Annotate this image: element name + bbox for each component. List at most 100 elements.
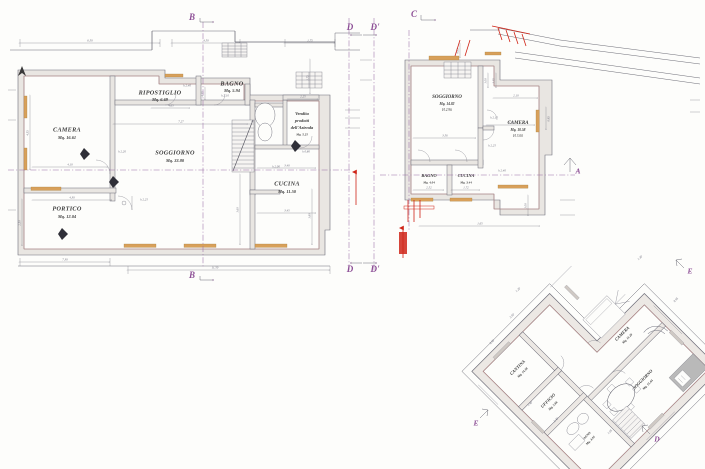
plan-left: 6.50 4.50 1.75 — [8, 22, 360, 274]
red-markers-right — [403, 39, 471, 222]
dim-r-dh3: h 2.40 — [498, 169, 506, 173]
dim-top-3: 1.75 — [307, 39, 313, 43]
room-labels-right: SOGGIORNO Mq. 14.82 H 2.96 CAMERA Mq. 10… — [420, 95, 529, 185]
staircase-center — [231, 120, 255, 173]
room-area-bagno: Mq. 5.94 — [223, 88, 241, 93]
room-label-soggiorno-r: SOGGIORNO — [432, 95, 462, 100]
door-h-2: h 2.10 — [221, 94, 229, 98]
dimension-chain-top: 6.50 4.50 1.75 — [20, 39, 335, 47]
hearth-markers — [58, 140, 301, 240]
dim-r-8: 0.95 — [547, 116, 551, 122]
room-label-portico: PORTICO — [52, 205, 81, 212]
room-label-vendita-3: dell'Azienda — [291, 125, 314, 130]
dim-inner-6: 3.40 — [284, 164, 290, 168]
misc-tick-marks — [8, 59, 700, 216]
dim-inner-8: 1.60 — [236, 207, 240, 213]
dimensions-right-plan: 2.52 1.72 3.56 3.28 2.10 1.00 1.15 0.95 … — [414, 44, 551, 226]
dim-rot-5: 0.95 — [672, 296, 679, 303]
dim-inner-3: 4.10 — [67, 163, 73, 167]
furniture-sofa — [643, 326, 668, 335]
door-h-4: h 2.20 — [118, 150, 126, 154]
door-h-5: h 2.25 — [140, 198, 148, 202]
windows — [23, 73, 288, 248]
room-area-portico: Mq. 12.04 — [57, 214, 77, 219]
staircase-upper-right — [295, 71, 323, 89]
partition-camera — [109, 75, 116, 202]
room-area-vendita: Mq. 5.25 — [295, 133, 308, 137]
outer-contour-rotated — [461, 283, 705, 469]
plan-rotated: CANTINA Mq. 14.38 UFFICIO Mq. 5.66 BAGNO… — [461, 265, 705, 469]
partition-rot-3 — [557, 370, 635, 448]
bathroom-fixtures — [254, 102, 276, 142]
room-area-camera-r: Mq. 10.58 — [510, 128, 526, 132]
room-label-vendita-1: Vendita — [295, 111, 309, 116]
staircase-right — [428, 55, 472, 79]
room-label-soggiorno: SOGGIORNO — [155, 149, 195, 156]
mark-B-bottom: B — [188, 270, 195, 280]
dim-inner-4: 4.30 — [69, 196, 75, 200]
dim-right-2: 1.80 — [308, 213, 312, 219]
dim-r-dh2: h 2.15 — [490, 116, 498, 120]
dim-r-6: 1.00 — [484, 78, 488, 84]
room-sub-soggiorno-r: H 2.96 — [441, 108, 452, 112]
mark-D-rot: D — [653, 435, 660, 444]
partition-rot-2 — [518, 331, 559, 371]
dim-rot-1: 1.20 — [514, 286, 521, 293]
staircase-top — [221, 42, 248, 58]
section-marker-group-right: A — [563, 157, 581, 176]
room-label-vendita-2: prodotti — [294, 118, 310, 123]
staircase-rotated — [612, 405, 646, 439]
dim-top-1: 6.50 — [87, 39, 93, 43]
partition-right-1 — [477, 65, 484, 129]
bath-fixtures-rotated — [566, 412, 589, 451]
partition-right-3 — [446, 164, 453, 196]
dim-rot-8: 2.60 — [508, 312, 515, 319]
partition-cucina-left — [249, 189, 256, 250]
door-h-1: h 2.40 — [183, 84, 191, 88]
mark-A-right: A — [574, 167, 580, 176]
section-marker-group-bottom: B D D' — [188, 263, 380, 280]
dim-r-7: 1.15 — [492, 78, 496, 84]
room-area-cucina: Mq. 11.50 — [277, 189, 297, 194]
room-area-cucina-r: Mq. 3.44 — [459, 181, 472, 185]
door-heights: h 2.40 h 2.10 h 2.00 h 2.20 h 2.25 h 0.8… — [118, 84, 310, 202]
partition-rot-1 — [518, 366, 562, 411]
dim-right-1: 1.75 — [306, 75, 310, 81]
dim-right-3: 4.15 — [201, 91, 205, 97]
dim-bottom-1: 7.30 — [62, 258, 68, 262]
windows-right — [410, 51, 540, 202]
interior-dimensions: 7.27 4.65 4.10 4.30 3.45 3.40 2.25 1.60 … — [18, 60, 318, 246]
room-label-camera: CAMERA — [53, 126, 81, 133]
dim-rot-6: 1.05 — [606, 428, 613, 435]
access-arrows-center — [352, 169, 407, 258]
partition-vendita-right — [282, 99, 288, 149]
door-h-3: h 2.00 — [272, 165, 280, 169]
partition-portico — [23, 187, 117, 194]
partition-bagno-right — [244, 83, 251, 106]
partition-cucina-top — [249, 189, 281, 195]
mark-E-rot-1: E — [686, 267, 692, 276]
mark-E-rot-2: E — [472, 419, 478, 428]
dim-top-2: 4.50 — [203, 39, 209, 43]
dim-inner-1: 7.27 — [178, 120, 184, 124]
wall-lining-rotated — [482, 304, 705, 469]
partition-right-4 — [477, 127, 484, 169]
room-label-bagno-r: BAGNO — [420, 173, 437, 178]
mark-D-bottom: D — [346, 264, 354, 274]
mark-D-top: D — [346, 22, 354, 32]
dim-r-4: 3.28 — [508, 121, 514, 125]
outline-top-right — [235, 32, 360, 43]
dim-r-1: 2.52 — [426, 186, 432, 190]
dimensions-rotated — [478, 265, 682, 451]
mark-Dp-bottom: D' — [370, 264, 380, 274]
dim-r-9: 1.00 — [524, 203, 528, 209]
partition-rot-4 — [587, 322, 666, 401]
dim-inner-2: 4.65 — [168, 104, 174, 108]
room-label-camera-r: CAMERA — [507, 121, 529, 126]
partition-right-5 — [482, 125, 495, 131]
room-area-ripostiglio: Mq. 6.69 — [151, 97, 169, 102]
door-h-6: h 0.80 — [302, 150, 310, 154]
dim-rot-2: 0.90 — [488, 338, 495, 345]
